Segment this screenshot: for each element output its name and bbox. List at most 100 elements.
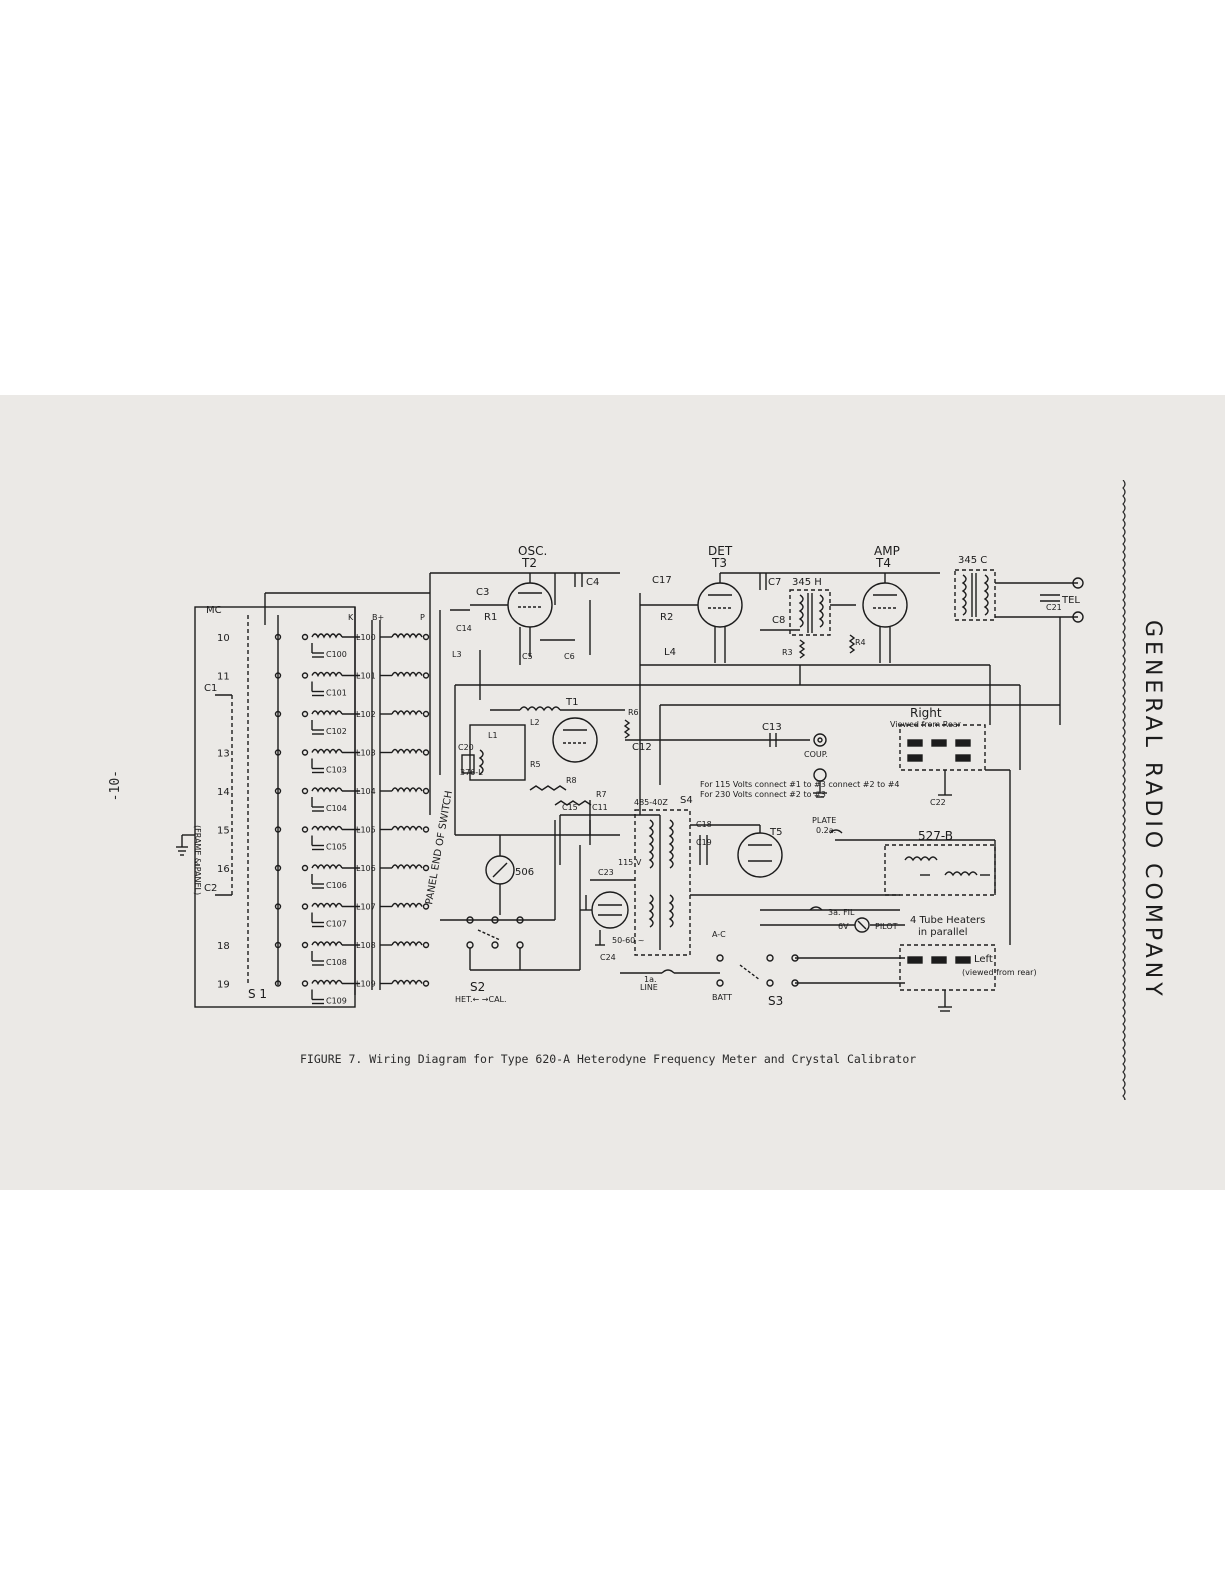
r5-label: R5 (530, 760, 541, 769)
s3-label: S3 (768, 994, 783, 1008)
switch-position-6: 16 (217, 864, 230, 875)
terminal (422, 633, 430, 641)
figure-caption: FIGURE 7. Wiring Diagram for Type 620-A … (300, 1052, 917, 1066)
switch-contact (274, 980, 282, 987)
s3-switch (620, 954, 905, 987)
line-label: LINE (640, 983, 658, 992)
filter-527b-label: 527-B (918, 829, 953, 843)
coil-label: L103 (356, 749, 376, 758)
coil-winding (311, 787, 343, 793)
mc-label: MC (206, 605, 222, 616)
s4-label: S4 (680, 795, 693, 806)
terminal (422, 826, 430, 833)
l2-label: L2 (530, 718, 540, 727)
switch-contact (274, 710, 282, 718)
c12-label: C12 (632, 742, 652, 753)
coil-label: L104 (356, 787, 376, 796)
coil-winding (311, 864, 343, 870)
trimmer-label: C103 (326, 766, 347, 775)
company-name: GENERAL RADIO COMPANY (1140, 620, 1165, 1000)
switch-contact (274, 864, 282, 872)
line-fuse-label: 1a. (644, 975, 657, 984)
panel-coil (391, 633, 423, 639)
r7-label: R7 (596, 790, 607, 799)
power-transformer (634, 809, 691, 956)
right-wiring (985, 617, 1061, 945)
decorative-border-line (1122, 480, 1126, 1100)
crystal-label: 376-L (460, 768, 483, 777)
switch-contact (301, 826, 309, 833)
c3-label: C3 (476, 587, 489, 598)
panel-coil (391, 825, 423, 832)
meter-506 (485, 835, 515, 915)
coil-label: L100 (356, 633, 376, 642)
tel-label: TEL (1061, 595, 1080, 606)
switch-contact (274, 749, 282, 756)
terminal (422, 864, 430, 872)
panel-coil (391, 941, 423, 947)
switch-contact (274, 672, 282, 679)
t4-label: T4 (875, 556, 891, 570)
transformer-345h-label: 345 H (792, 577, 822, 588)
trimmer-label: C102 (326, 727, 347, 736)
terminal (422, 903, 430, 910)
tube-t5 (690, 824, 900, 896)
coil-winding (311, 633, 343, 639)
bus-lines (264, 572, 1060, 865)
s2-switch (440, 835, 581, 971)
r4-label: R4 (855, 638, 866, 647)
coup-label: COUP. (804, 750, 828, 759)
t2-label: T2 (521, 556, 537, 570)
trimmer-label: C108 (326, 958, 347, 967)
switch-position-1: 11 (217, 672, 230, 683)
osc-label: OSC. (518, 544, 547, 558)
coil-label: L106 (356, 864, 376, 873)
panel-coil (391, 787, 423, 793)
r6-label: R6 (628, 708, 639, 717)
c11-label: C11 (592, 803, 608, 812)
switch-contact (301, 980, 309, 987)
c23-label: C23 (598, 868, 614, 877)
switch-contact (301, 710, 309, 718)
tube-t1 (461, 706, 631, 835)
p-label: P (420, 613, 425, 622)
six-v-label: 6V (838, 922, 849, 931)
switch-contact (301, 672, 309, 679)
frame-panel-label: (FRAME & PANEL) (193, 825, 202, 895)
panel-coil (391, 748, 423, 755)
meter-label: 506 (515, 867, 534, 878)
transformer-345h (789, 589, 856, 685)
coil-label: L107 (356, 903, 376, 912)
terminal (422, 710, 430, 718)
c5-label: C5 (522, 652, 533, 661)
het-cal-label: HET.← →CAL. (455, 995, 507, 1004)
tube-t2 (470, 573, 575, 665)
s4-230-note: For 230 Volts connect #2 to #3 (700, 790, 826, 799)
s2-label: S2 (470, 980, 485, 994)
coil-winding (311, 748, 343, 755)
t3-label: T3 (711, 556, 727, 570)
det-label: DET (708, 544, 733, 558)
s1-label: S 1 (248, 987, 267, 1001)
coil-winding (311, 979, 343, 986)
transformer-345c-label: 345 C (958, 555, 987, 566)
switch-contact (274, 903, 282, 910)
r2-label: R2 (660, 612, 673, 623)
page-number: -10- (108, 770, 123, 802)
heaters-sub: in parallel (918, 927, 968, 938)
c18-label: C18 (696, 820, 712, 829)
c4-label: C4 (586, 577, 599, 588)
terminal (422, 941, 430, 949)
panel-coil (391, 864, 423, 870)
pilot-lamp (760, 906, 905, 933)
switch-contact (274, 941, 282, 949)
switch-contact (301, 864, 309, 872)
rectifier-tube (580, 879, 635, 946)
panel-coil (391, 979, 423, 986)
terminal (422, 672, 430, 679)
terminal (422, 980, 430, 987)
panel-coil (391, 710, 423, 716)
c8-label: C8 (772, 615, 785, 626)
volts-label: 115 V (618, 858, 642, 867)
